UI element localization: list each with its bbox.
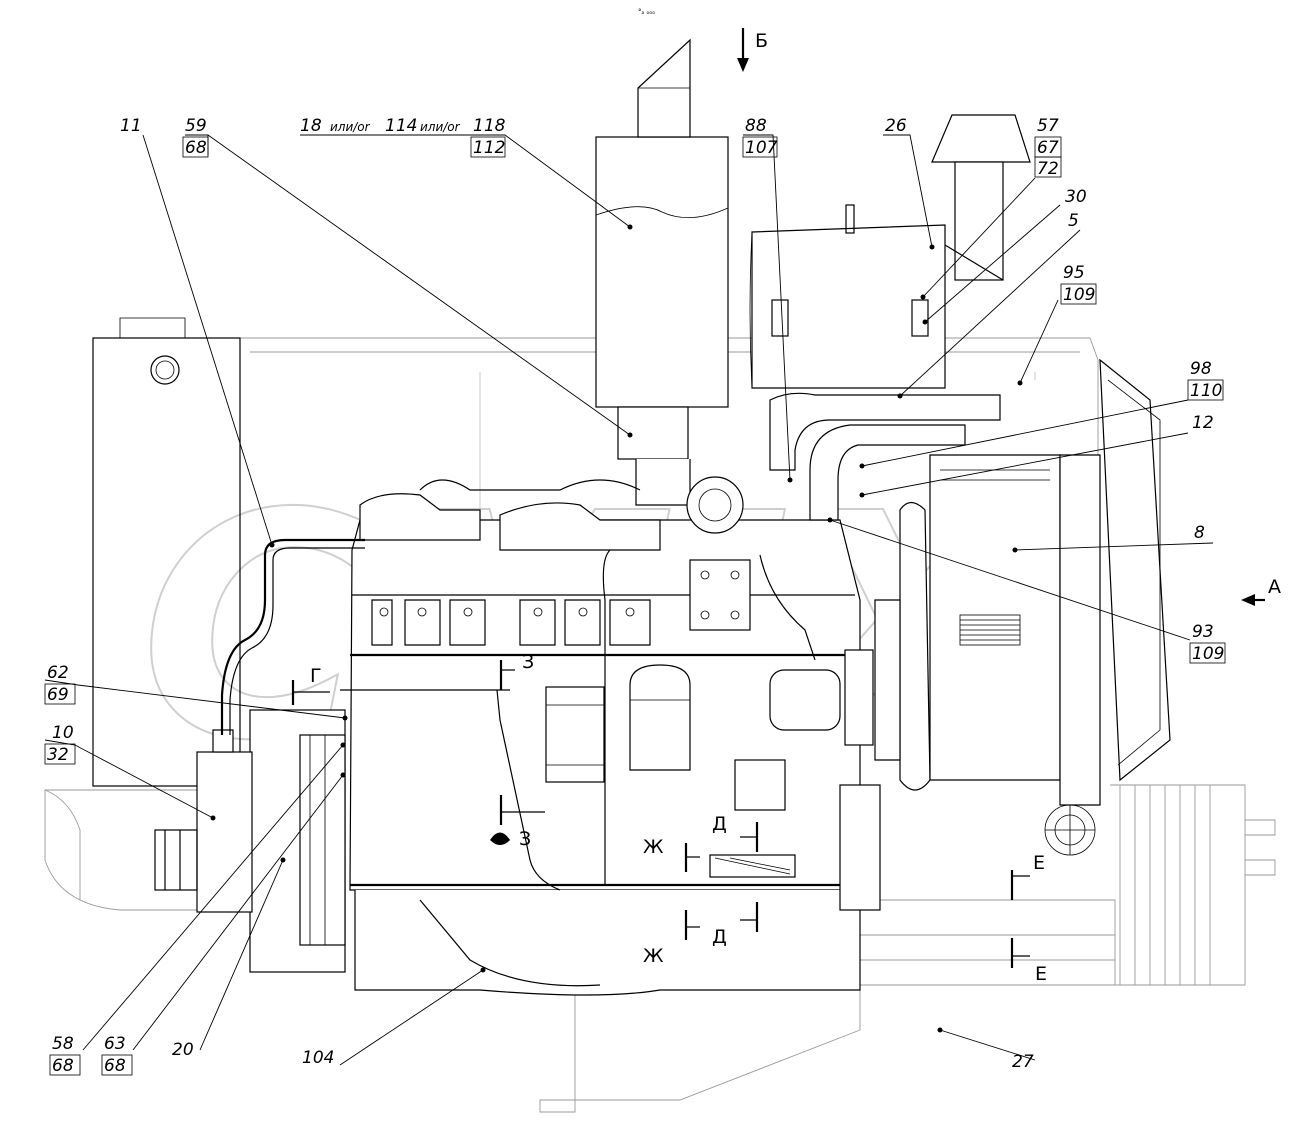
callout-or-1: или/or <box>330 120 371 134</box>
callout-57: 57 <box>1037 116 1059 136</box>
callout-10: 10 <box>52 723 74 743</box>
callout-72: 72 <box>1037 159 1059 179</box>
callout-98: 98 <box>1190 359 1212 379</box>
callout-68-a: 68 <box>185 138 207 158</box>
callout-112: 112 <box>473 138 505 158</box>
callout-11: 11 <box>120 116 142 136</box>
callout-69: 69 <box>47 685 69 705</box>
section-label-a: А <box>1268 576 1281 598</box>
callout-59: 59 <box>185 116 207 136</box>
air-filter <box>749 114 1031 389</box>
callout-8: 8 <box>1194 523 1205 543</box>
pipes <box>220 392 1001 891</box>
fan-radiator <box>839 358 1171 911</box>
callout-62: 62 <box>47 663 69 683</box>
callout-32: 32 <box>47 745 69 765</box>
callout-20: 20 <box>172 1040 194 1060</box>
callout-58: 58 <box>52 1034 74 1054</box>
callout-107: 107 <box>745 138 778 158</box>
callout-27: 27 <box>1012 1052 1034 1072</box>
callout-104: 104 <box>302 1048 334 1068</box>
callout-or-2: или/or <box>420 120 461 134</box>
callout-114: 114 <box>385 116 417 136</box>
callout-93: 93 <box>1192 622 1214 642</box>
callout-118: 118 <box>473 116 506 136</box>
callout-63: 63 <box>104 1034 126 1054</box>
callout-labels: 11 59 68 18 или/or 114 или/or 118 112 88… <box>44 116 1226 1076</box>
callout-68-c: 68 <box>104 1056 126 1076</box>
callout-18: 18 <box>300 116 322 136</box>
callout-68-b: 68 <box>52 1056 74 1076</box>
callout-26: 26 <box>885 116 907 136</box>
section-label-d-top: Д <box>712 813 727 835</box>
section-label-z-top: З <box>522 651 534 673</box>
section-label-e-top: Е <box>1033 852 1045 874</box>
callout-95: 95 <box>1063 263 1085 283</box>
header-mark: °ₐ ₒₒₒ <box>638 8 655 16</box>
section-label-e-bottom: Е <box>1035 963 1047 985</box>
section-label-b: Б <box>755 30 768 52</box>
callout-110: 110 <box>1190 381 1222 401</box>
section-label-z-bottom: З <box>519 828 531 850</box>
section-label-g: Г <box>310 665 322 687</box>
muffler <box>595 38 729 506</box>
left-tank <box>92 317 241 787</box>
section-label-zh-top: Ж <box>643 836 664 858</box>
section-label-d-bottom: Д <box>712 926 727 948</box>
warning-symbol-icon <box>490 832 510 845</box>
section-label-zh-bottom: Ж <box>643 945 664 967</box>
callout-88: 88 <box>745 116 767 136</box>
callout-109-a: 109 <box>1063 285 1095 305</box>
callout-12: 12 <box>1192 413 1214 433</box>
callout-109-b: 109 <box>1192 644 1224 664</box>
section-markers: Б А Г З З Ж Ж Д Д Е <box>291 28 1281 985</box>
callout-5: 5 <box>1068 211 1079 231</box>
callout-67: 67 <box>1037 138 1059 158</box>
callout-30: 30 <box>1065 187 1087 207</box>
